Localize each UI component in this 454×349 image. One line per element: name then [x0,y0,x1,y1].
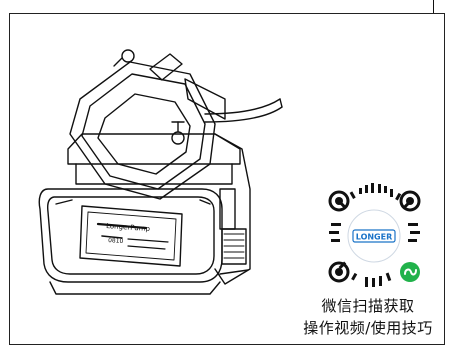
caption-line-1: 微信扫描获取 [321,297,415,315]
qr-logo-text: LONGER [356,233,393,242]
pump-brand-plate: LongerPump [106,222,151,233]
content-frame: LongerPump 0810 [9,13,445,345]
caption-line-2: 操作视频/使用技巧 [303,319,433,337]
wechat-mini-program-code[interactable]: LONGER [317,179,432,294]
pump-model-code: 0810 [108,237,124,245]
top-tick-mark [433,0,434,14]
peristaltic-pump-illustration: LongerPump 0810 [38,49,283,295]
